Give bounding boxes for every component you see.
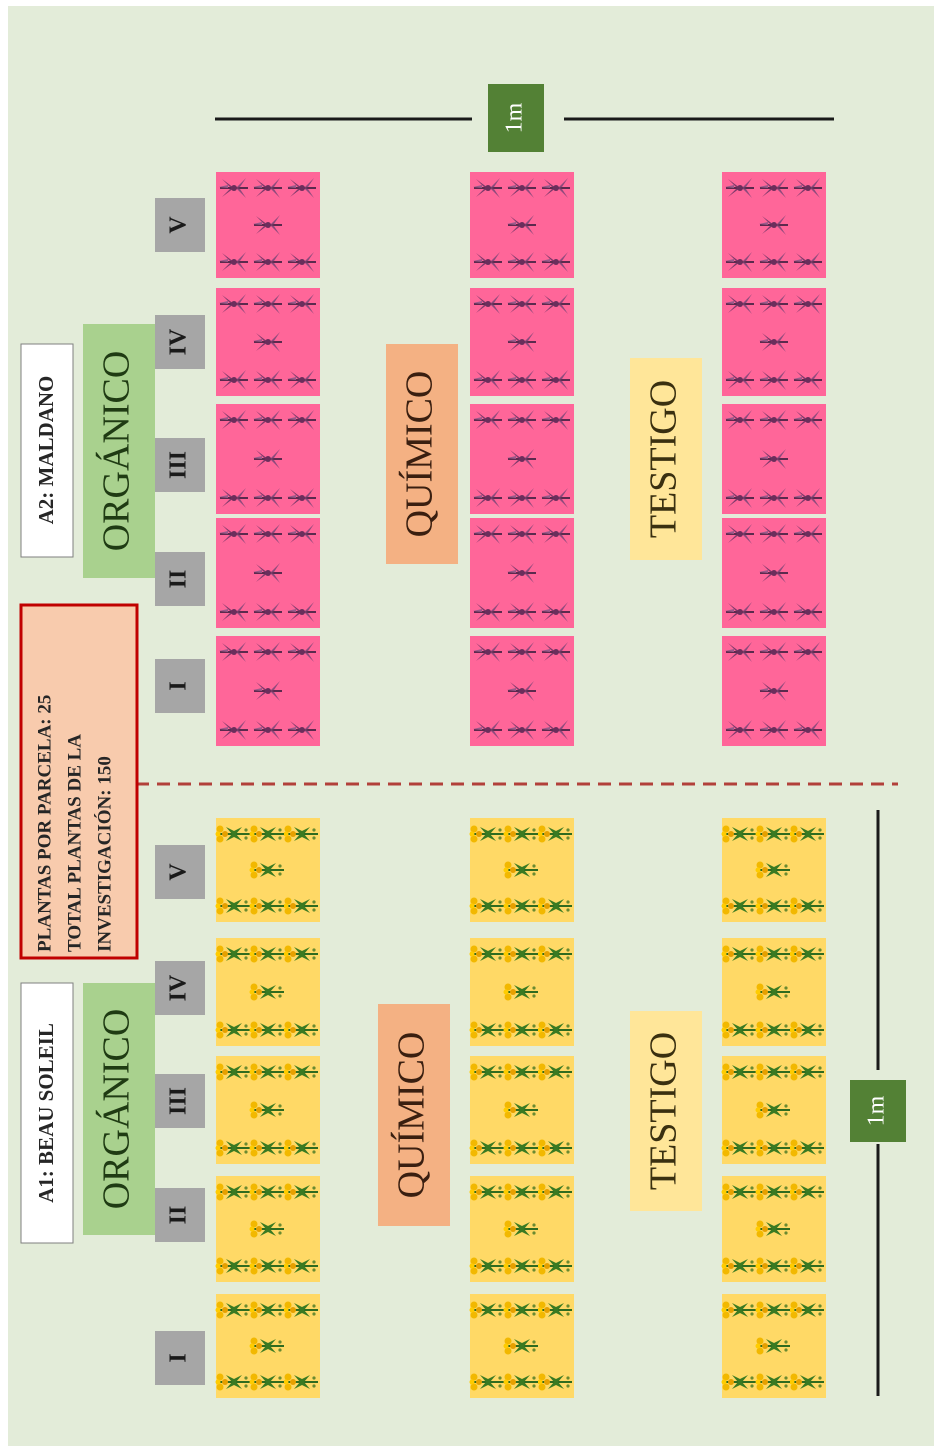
plot-a1-quimico-IV (470, 1176, 575, 1282)
scale-label-bottom: 1m (864, 1095, 890, 1126)
replicate-label: I (166, 681, 192, 690)
scale-bottom: 1m (850, 810, 906, 1396)
treatment-quimico-a1: QUÍMICO (378, 1004, 450, 1226)
replicate-a2-IV: IV (155, 315, 205, 369)
plot-a2-organico-IV (216, 518, 320, 628)
plot-a2-testigo-IV (722, 518, 826, 628)
plot-a1-organico-V (216, 1294, 321, 1398)
info-line-2: TOTAL PLANTAS DE LA (64, 734, 85, 952)
plot-a2-organico-III (216, 404, 320, 514)
plot-a1-testigo-V (722, 1294, 827, 1398)
plot-a2-testigo-III (722, 404, 826, 514)
diagram-canvas: 1m 1m A2: MALDANO A1: BEAU SOLEIL (8, 6, 934, 1446)
plot-a1-organico-IV (216, 1176, 321, 1282)
treatment-testigo-a1-text: TESTIGO (643, 1032, 685, 1190)
replicate-label: V (166, 863, 192, 881)
plot-a2-testigo-I (722, 172, 826, 278)
plot-a2-title: A2: MALDANO (21, 344, 73, 557)
plot-a2-organico-V (216, 636, 320, 746)
treatment-testigo-a2-text: TESTIGO (643, 380, 685, 538)
replicate-a2-III: III (155, 438, 205, 492)
plants-info-box: PLANTAS POR PARCELA: 25 TOTAL PLANTAS DE… (21, 605, 137, 958)
plot-a2-organico-II (216, 288, 320, 396)
replicate-label: IV (166, 974, 192, 1001)
plot-a1-quimico-I (470, 818, 575, 922)
replicate-label: II (166, 1206, 192, 1225)
replicate-a2-II: II (155, 552, 205, 606)
replicate-label: I (166, 1353, 192, 1362)
plot-a1-quimico-III (470, 1056, 575, 1164)
plot-a2-quimico-IV (470, 518, 574, 628)
replicate-a2-V: V (155, 198, 205, 252)
plot-a1-quimico-V (470, 1294, 575, 1398)
treatment-organico-a2-text: ORGÁNICO (96, 351, 138, 552)
plot-a2-quimico-V (470, 636, 574, 746)
replicate-label: III (166, 1087, 192, 1115)
field-layout-diagram: 1m 1m A2: MALDANO A1: BEAU SOLEIL (8, 6, 934, 1446)
scale-label-top: 1m (502, 102, 528, 133)
info-line-1: PLANTAS POR PARCELA: 25 (34, 695, 55, 952)
replicate-label: IV (166, 328, 192, 355)
plot-a2-title-text: A2: MALDANO (34, 376, 58, 525)
plot-a2-quimico-III (470, 404, 574, 514)
plot-a2-testigo-V (722, 636, 826, 746)
treatment-quimico-a1-text: QUÍMICO (391, 1032, 433, 1199)
plot-a1-title: A1: BEAU SOLEIL (21, 983, 73, 1243)
replicate-a1-II: II (155, 1188, 205, 1242)
scale-top: 1m (215, 84, 834, 152)
treatment-quimico-a2-text: QUÍMICO (399, 371, 441, 538)
replicate-a1-IV: IV (155, 961, 205, 1015)
treatment-organico-a2: ORGÁNICO (83, 324, 155, 578)
treatment-testigo-a1: TESTIGO (630, 1011, 702, 1211)
plot-a1-testigo-IV (722, 1176, 827, 1282)
plot-a1-organico-I (216, 818, 321, 922)
plot-a1-testigo-III (722, 1056, 827, 1164)
info-line-3: INVESTIGACIÓN: 150 (93, 756, 115, 952)
replicate-a1-V: V (155, 845, 205, 899)
plot-a2-quimico-II (470, 288, 574, 396)
treatment-quimico-a2: QUÍMICO (386, 344, 458, 564)
treatment-organico-a1: ORGÁNICO (83, 983, 155, 1235)
replicate-label: V (166, 216, 192, 234)
replicate-label: II (166, 570, 192, 589)
plot-a2-quimico-I (470, 172, 574, 278)
replicate-a1-III: III (155, 1074, 205, 1128)
treatment-organico-a1-text: ORGÁNICO (96, 1009, 138, 1210)
plot-a1-organico-II (216, 938, 321, 1046)
plot-a1-title-text: A1: BEAU SOLEIL (34, 1023, 58, 1203)
plot-a2-testigo-II (722, 288, 826, 396)
plot-a1-testigo-I (722, 818, 827, 922)
plot-a2-organico-I (216, 172, 320, 278)
treatment-testigo-a2: TESTIGO (630, 358, 702, 560)
plot-a1-quimico-II (470, 938, 575, 1046)
replicate-a1-I: I (155, 1331, 205, 1385)
replicate-a2-I: I (155, 659, 205, 713)
plot-a1-organico-III (216, 1056, 321, 1164)
replicate-label: III (166, 451, 192, 479)
plot-a1-testigo-II (722, 938, 827, 1046)
